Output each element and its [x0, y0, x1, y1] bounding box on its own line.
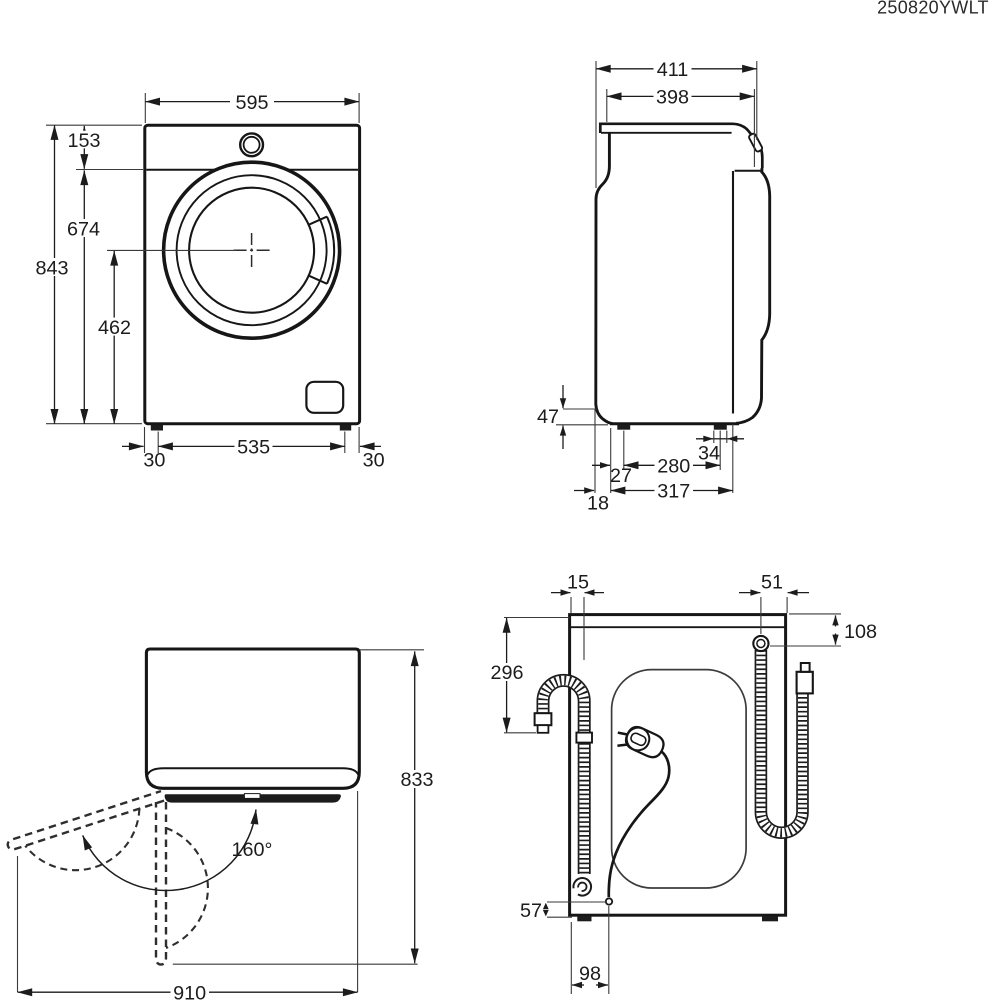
side-foot-left	[617, 424, 631, 430]
dim-front-height: 843	[33, 124, 142, 425]
dim-label-398: 398	[656, 87, 689, 109]
top-body-outline	[144, 647, 361, 790]
dim-side-plinth: 47	[537, 385, 608, 449]
dim-label-535: 535	[237, 437, 270, 459]
dim-top-depth-open: 833	[172, 649, 436, 965]
inlet-connection	[752, 634, 770, 653]
dim-side-feet: 34 27 280 317 18	[574, 409, 744, 515]
rear-foot-right	[762, 915, 778, 922]
dim-front-door-center: 674	[65, 170, 103, 425]
dim-label-27: 27	[610, 465, 632, 487]
plug-pin-top	[617, 731, 628, 736]
dim-side-depth-total: 411	[595, 59, 758, 188]
side-worktop-top	[598, 122, 733, 133]
dim-rear-inlet-offset: 51	[739, 572, 809, 634]
side-foot-right	[713, 424, 727, 430]
rear-panel-outline	[610, 668, 747, 889]
side-door-profile	[735, 167, 772, 425]
dim-label-98: 98	[579, 963, 601, 985]
dim-label-153: 153	[67, 130, 100, 152]
top-door-closed	[164, 793, 341, 803]
drain-hose	[533, 673, 593, 897]
dim-front-width: 595	[144, 92, 360, 123]
rear-view: 15 51 108 296 57	[487, 572, 877, 994]
dim-label-57: 57	[520, 900, 542, 922]
dim-side-depth-body: 398	[606, 87, 755, 167]
top-door-open-160	[6, 789, 165, 872]
dim-label-674: 674	[67, 218, 100, 240]
filter-door	[305, 380, 345, 414]
dim-front-top-panel: 153	[65, 125, 143, 171]
inlet-tap-tip	[799, 662, 811, 673]
dim-label-30-left: 30	[143, 449, 165, 471]
front-body-outline	[143, 123, 362, 426]
front-view: 595 843 153 674 462	[33, 92, 385, 471]
front-foot-right	[339, 424, 352, 431]
front-foot-left	[150, 424, 163, 431]
top-front-band	[146, 767, 360, 776]
dim-label-462: 462	[98, 317, 131, 339]
side-door-handle	[748, 132, 764, 153]
door-handle-ends	[308, 215, 328, 285]
dim-rear-cord-height: 57	[520, 900, 606, 922]
top-door-open-90	[154, 802, 209, 966]
top-view: 160° 833 910	[6, 647, 436, 1000]
inlet-tap-nut	[795, 670, 814, 695]
power-cord	[604, 725, 671, 906]
rear-body-outline	[568, 613, 788, 917]
side-view: 411 398 47 34 27 280	[537, 59, 772, 515]
dim-label-108: 108	[844, 621, 877, 643]
drain-hose-end-fitting	[533, 712, 553, 727]
plug-pin-bottom	[617, 743, 627, 748]
dim-rear-drain-offset: 15	[551, 572, 604, 660]
power-plug	[617, 725, 665, 759]
document-code: 250820YWLT	[877, 0, 989, 18]
dim-label-34: 34	[698, 442, 720, 464]
drain-hose-clamp	[575, 731, 593, 744]
program-knob	[239, 132, 265, 158]
dim-label-411: 411	[657, 59, 689, 81]
dim-label-18: 18	[587, 493, 609, 515]
inlet-hose	[752, 634, 814, 840]
dim-label-51: 51	[761, 572, 783, 594]
dim-label-843: 843	[35, 257, 68, 279]
dim-label-160deg: 160°	[232, 839, 273, 861]
drain-hose-outlet-curl	[572, 877, 593, 897]
cord-end	[604, 897, 614, 906]
dim-label-15: 15	[567, 572, 589, 594]
drain-hose-end-tip	[536, 724, 550, 734]
top-door-handle-notch	[243, 793, 261, 799]
dim-label-47: 47	[537, 406, 559, 428]
dim-label-280: 280	[657, 456, 690, 478]
dim-label-833: 833	[400, 769, 433, 791]
dim-label-296: 296	[490, 662, 523, 684]
door-swing-arc	[82, 809, 259, 892]
side-back-profile	[594, 132, 613, 426]
dim-front-door-bottom: 462	[95, 249, 236, 425]
door-handle-arc	[326, 216, 336, 285]
dim-label-595: 595	[235, 92, 268, 114]
dim-rear-cord-offset: 98	[570, 906, 610, 994]
dim-front-feet: 535 30 30	[122, 427, 385, 471]
rear-foot-left	[577, 915, 592, 922]
dim-rear-inlet-height: 108	[770, 613, 877, 647]
dim-top-width-open: 910	[16, 791, 359, 1000]
dim-label-910: 910	[173, 982, 206, 1000]
dim-rear-drain-height: 296	[487, 616, 570, 734]
dim-label-30-right: 30	[363, 449, 385, 471]
dim-label-317: 317	[657, 481, 690, 503]
